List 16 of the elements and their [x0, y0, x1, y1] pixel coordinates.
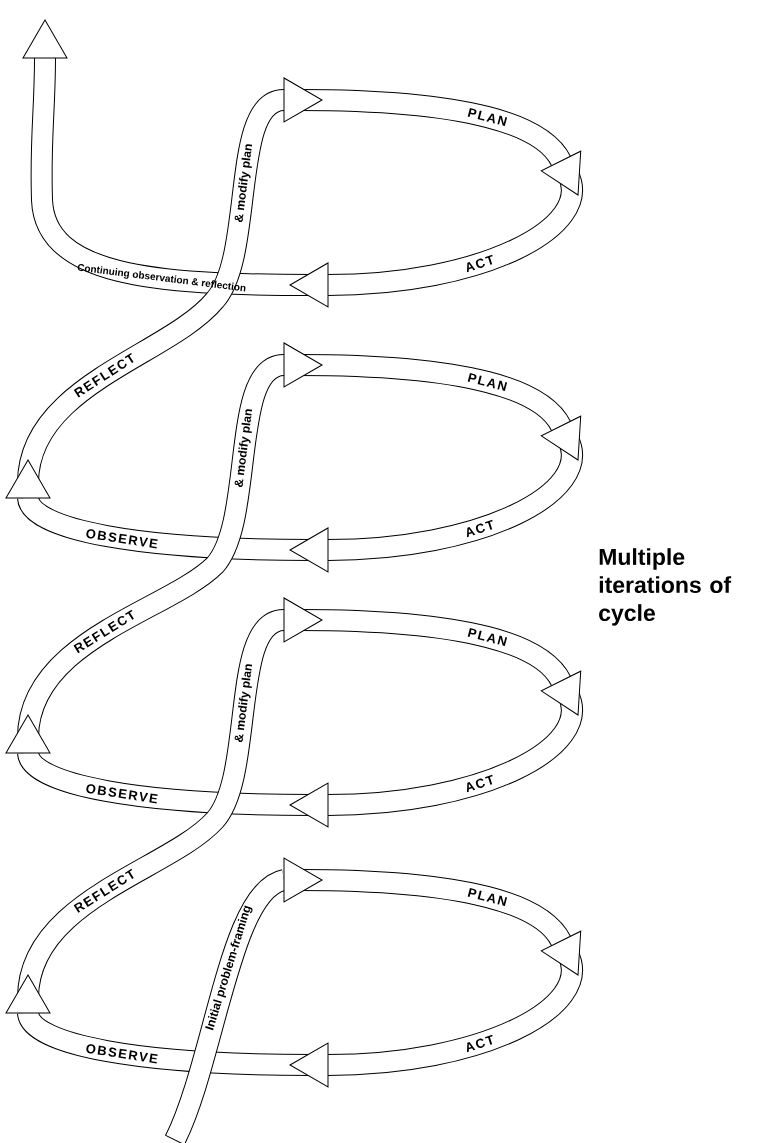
ribbon-label: Continuing observation & reflection: [77, 264, 246, 292]
ribbon-label: ACT: [466, 519, 493, 538]
ribbon-label: & modify plan: [234, 409, 253, 488]
ribbon-label: PLAN: [467, 372, 508, 392]
ribbon-label: PLAN: [467, 107, 508, 127]
ribbon-label: OBSERVE: [86, 1044, 158, 1064]
ribbon-label: ACT: [466, 774, 493, 793]
ribbon-label: PLAN: [467, 887, 508, 907]
ribbon-label: OBSERVE: [86, 784, 158, 804]
ribbon-label: & modify plan: [234, 144, 253, 223]
ribbon-label: ACT: [466, 1034, 493, 1053]
ribbon-label: OBSERVE: [86, 529, 158, 549]
ribbon-label: & modify plan: [234, 664, 253, 743]
ribbon-label: PLAN: [467, 627, 508, 647]
side-note: Multiple iterations of cycle: [599, 548, 732, 626]
ribbon-label: ACT: [466, 254, 493, 273]
